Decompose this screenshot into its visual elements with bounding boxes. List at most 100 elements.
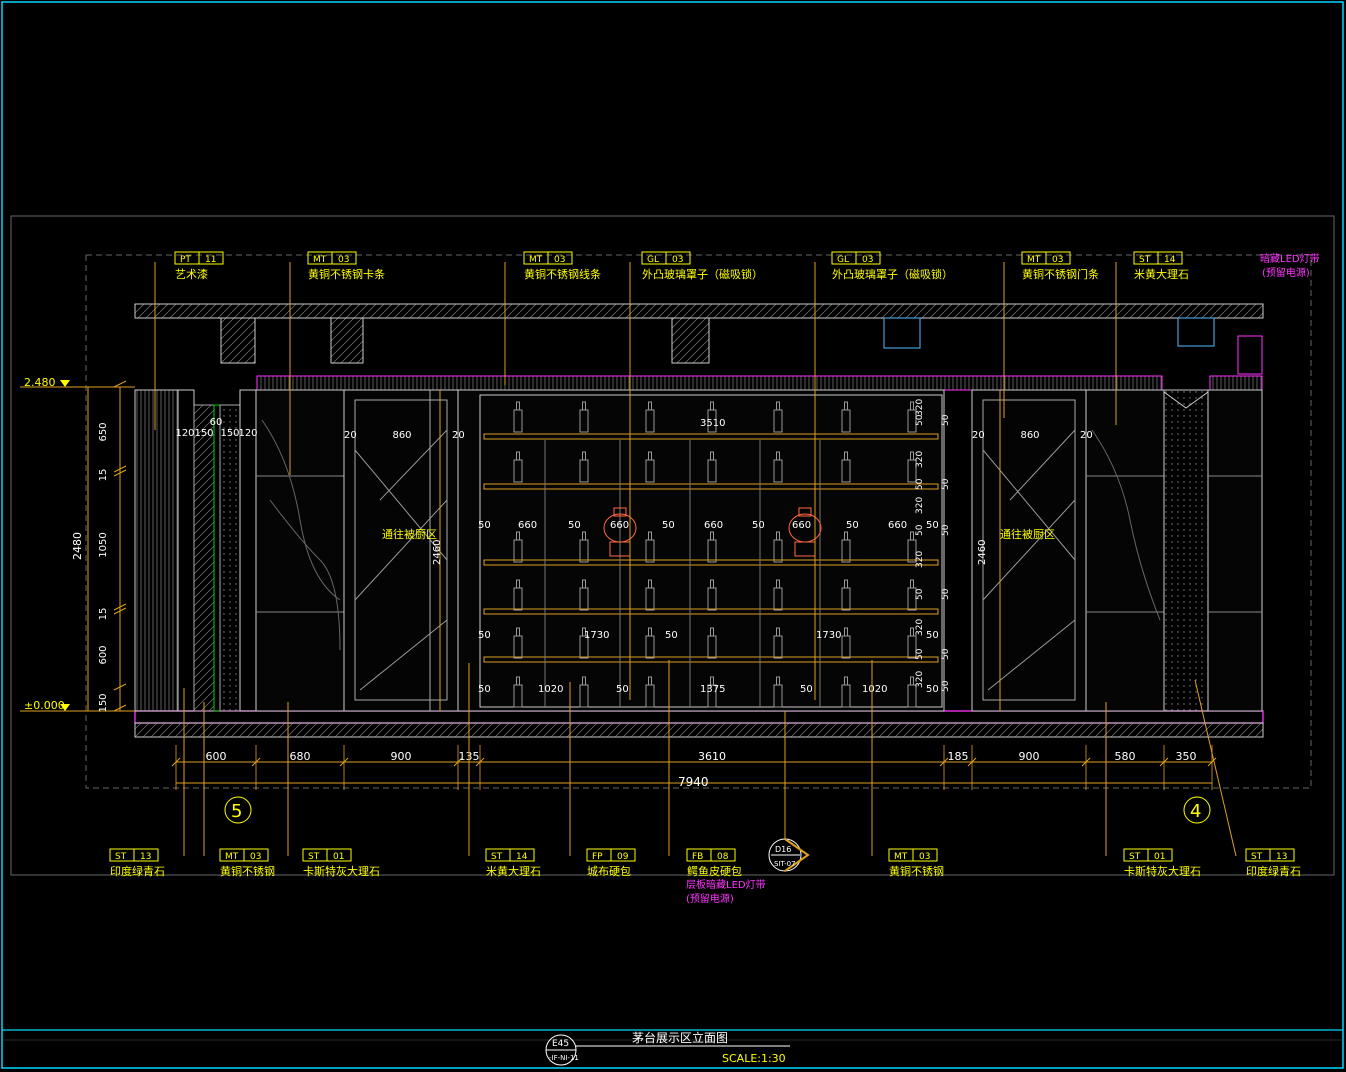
ceiling-slab (134, 303, 1264, 319)
door-height-left: 2460 (432, 540, 443, 565)
tag-text: 米黄大理石 (486, 864, 541, 878)
tag-code: GL (837, 255, 849, 265)
door-dim: 20 (344, 430, 357, 441)
bottom-dim: 350 (1176, 750, 1197, 763)
shelf-height-dim: 50 (941, 588, 951, 600)
level-top: 2.480 (24, 376, 56, 389)
shelf-dim-row6: 50 (478, 684, 491, 695)
shelf-height-dim: 50 (915, 588, 925, 600)
door-dim: 20 (452, 430, 465, 441)
bottom-dim: 580 (1115, 750, 1136, 763)
tag-code: ST (1139, 255, 1151, 265)
tag-code: MT (529, 255, 543, 265)
axis-bubble-left (224, 796, 252, 824)
beam (330, 317, 364, 364)
tag-text: 黄铜不锈钢 (889, 864, 944, 878)
shelf-top-width: 3510 (700, 418, 725, 429)
tag-text: 黄铜不锈钢 (220, 864, 275, 878)
tag-number: 14 (1164, 255, 1176, 265)
shelf-dim-row5: 1730 (816, 630, 841, 641)
floor-line (134, 710, 1264, 724)
tag-code: MT (225, 852, 239, 862)
shelf-dim-row3: 50 (926, 520, 939, 531)
tag-text: 印度绿青石 (110, 864, 165, 878)
shelf-height-dim: 320 (915, 671, 925, 688)
title-ref-sheet: -IF-NI-11 (549, 1054, 579, 1062)
beam (883, 317, 921, 349)
door-label-right: 通往被厨区 (1000, 527, 1055, 541)
tag-number: 03 (862, 255, 873, 265)
tag-code: MT (1027, 255, 1041, 265)
bottom-dim: 900 (1019, 750, 1040, 763)
shelf-dim-row3: 660 (610, 520, 629, 531)
shelf-height-dim: 50 (941, 478, 951, 490)
bottom-dim: 185 (948, 750, 969, 763)
bottom-dim: 900 (391, 750, 412, 763)
drawing-frame (10, 215, 1335, 876)
shelf-dim-row3: 50 (568, 520, 581, 531)
section-marker-bottom: SIT-07 (774, 860, 796, 868)
title-ref-number: E45 (552, 1039, 569, 1049)
tag-number: 08 (717, 852, 729, 862)
tag-text: 米黄大理石 (1134, 267, 1189, 281)
column-dim: 60 (210, 417, 223, 428)
door-label-left: 通往被厨区 (382, 527, 437, 541)
shelf-dim-row3: 50 (752, 520, 765, 531)
right-marble-panel (1085, 389, 1165, 712)
material-tag: ST 14 米黄大理石 (1115, 251, 1189, 425)
tag-text: 卡斯特灰大理石 (303, 864, 380, 878)
shelf-height-dim: 320 (915, 551, 925, 568)
beam (220, 317, 256, 364)
axis-label-left: 5 (231, 801, 242, 822)
tag-code: ST (1129, 852, 1141, 862)
shelf-height-dim: 50 (941, 648, 951, 660)
shelf-dim-row3: 50 (478, 520, 491, 531)
tag-code: ST (115, 852, 127, 862)
tag-text: 印度绿青石 (1246, 864, 1301, 878)
bottom-total-dim: 7940 (678, 775, 709, 789)
tag-text: 艺术漆 (175, 268, 208, 281)
bottom-note-line2: (预留电源) (686, 892, 734, 905)
bottom-dim: 3610 (698, 750, 726, 763)
shelf-height-dim: 320 (915, 451, 925, 468)
shelf-height-dim: 50 (941, 414, 951, 426)
shelf-dim-row6: 50 (616, 684, 629, 695)
shelf-dim-row6: 50 (926, 684, 939, 695)
shelf-dim-row3: 660 (792, 520, 811, 531)
column-dim: 120 (175, 428, 194, 439)
shelf-height-dim: 50 (941, 524, 951, 536)
shelf-dim-row5: 1730 (584, 630, 609, 641)
beam (671, 317, 710, 364)
shelf-height-dim: 50 (915, 524, 925, 536)
door-height-right: 2460 (977, 540, 988, 565)
tag-text: 黄铜不锈钢线条 (524, 267, 601, 281)
tag-code: MT (894, 852, 908, 862)
tag-text: 黄铜不锈钢门条 (1022, 267, 1099, 281)
column-dim: 150 (194, 428, 213, 439)
axis-bubble-right (1183, 796, 1211, 824)
shelf-dim-row3: 50 (846, 520, 859, 531)
display-cabinet (457, 389, 945, 712)
shelf-height-dim: 320 (915, 497, 925, 514)
tag-number: 09 (617, 852, 629, 862)
material-tag: MT 03 黄铜不锈钢门条 (1003, 251, 1099, 418)
tag-number: 03 (1052, 255, 1063, 265)
tag-text: 卡斯特灰大理石 (1124, 864, 1201, 878)
top-note-line2: (预留电源) (1262, 266, 1310, 279)
tag-code: ST (1251, 852, 1263, 862)
